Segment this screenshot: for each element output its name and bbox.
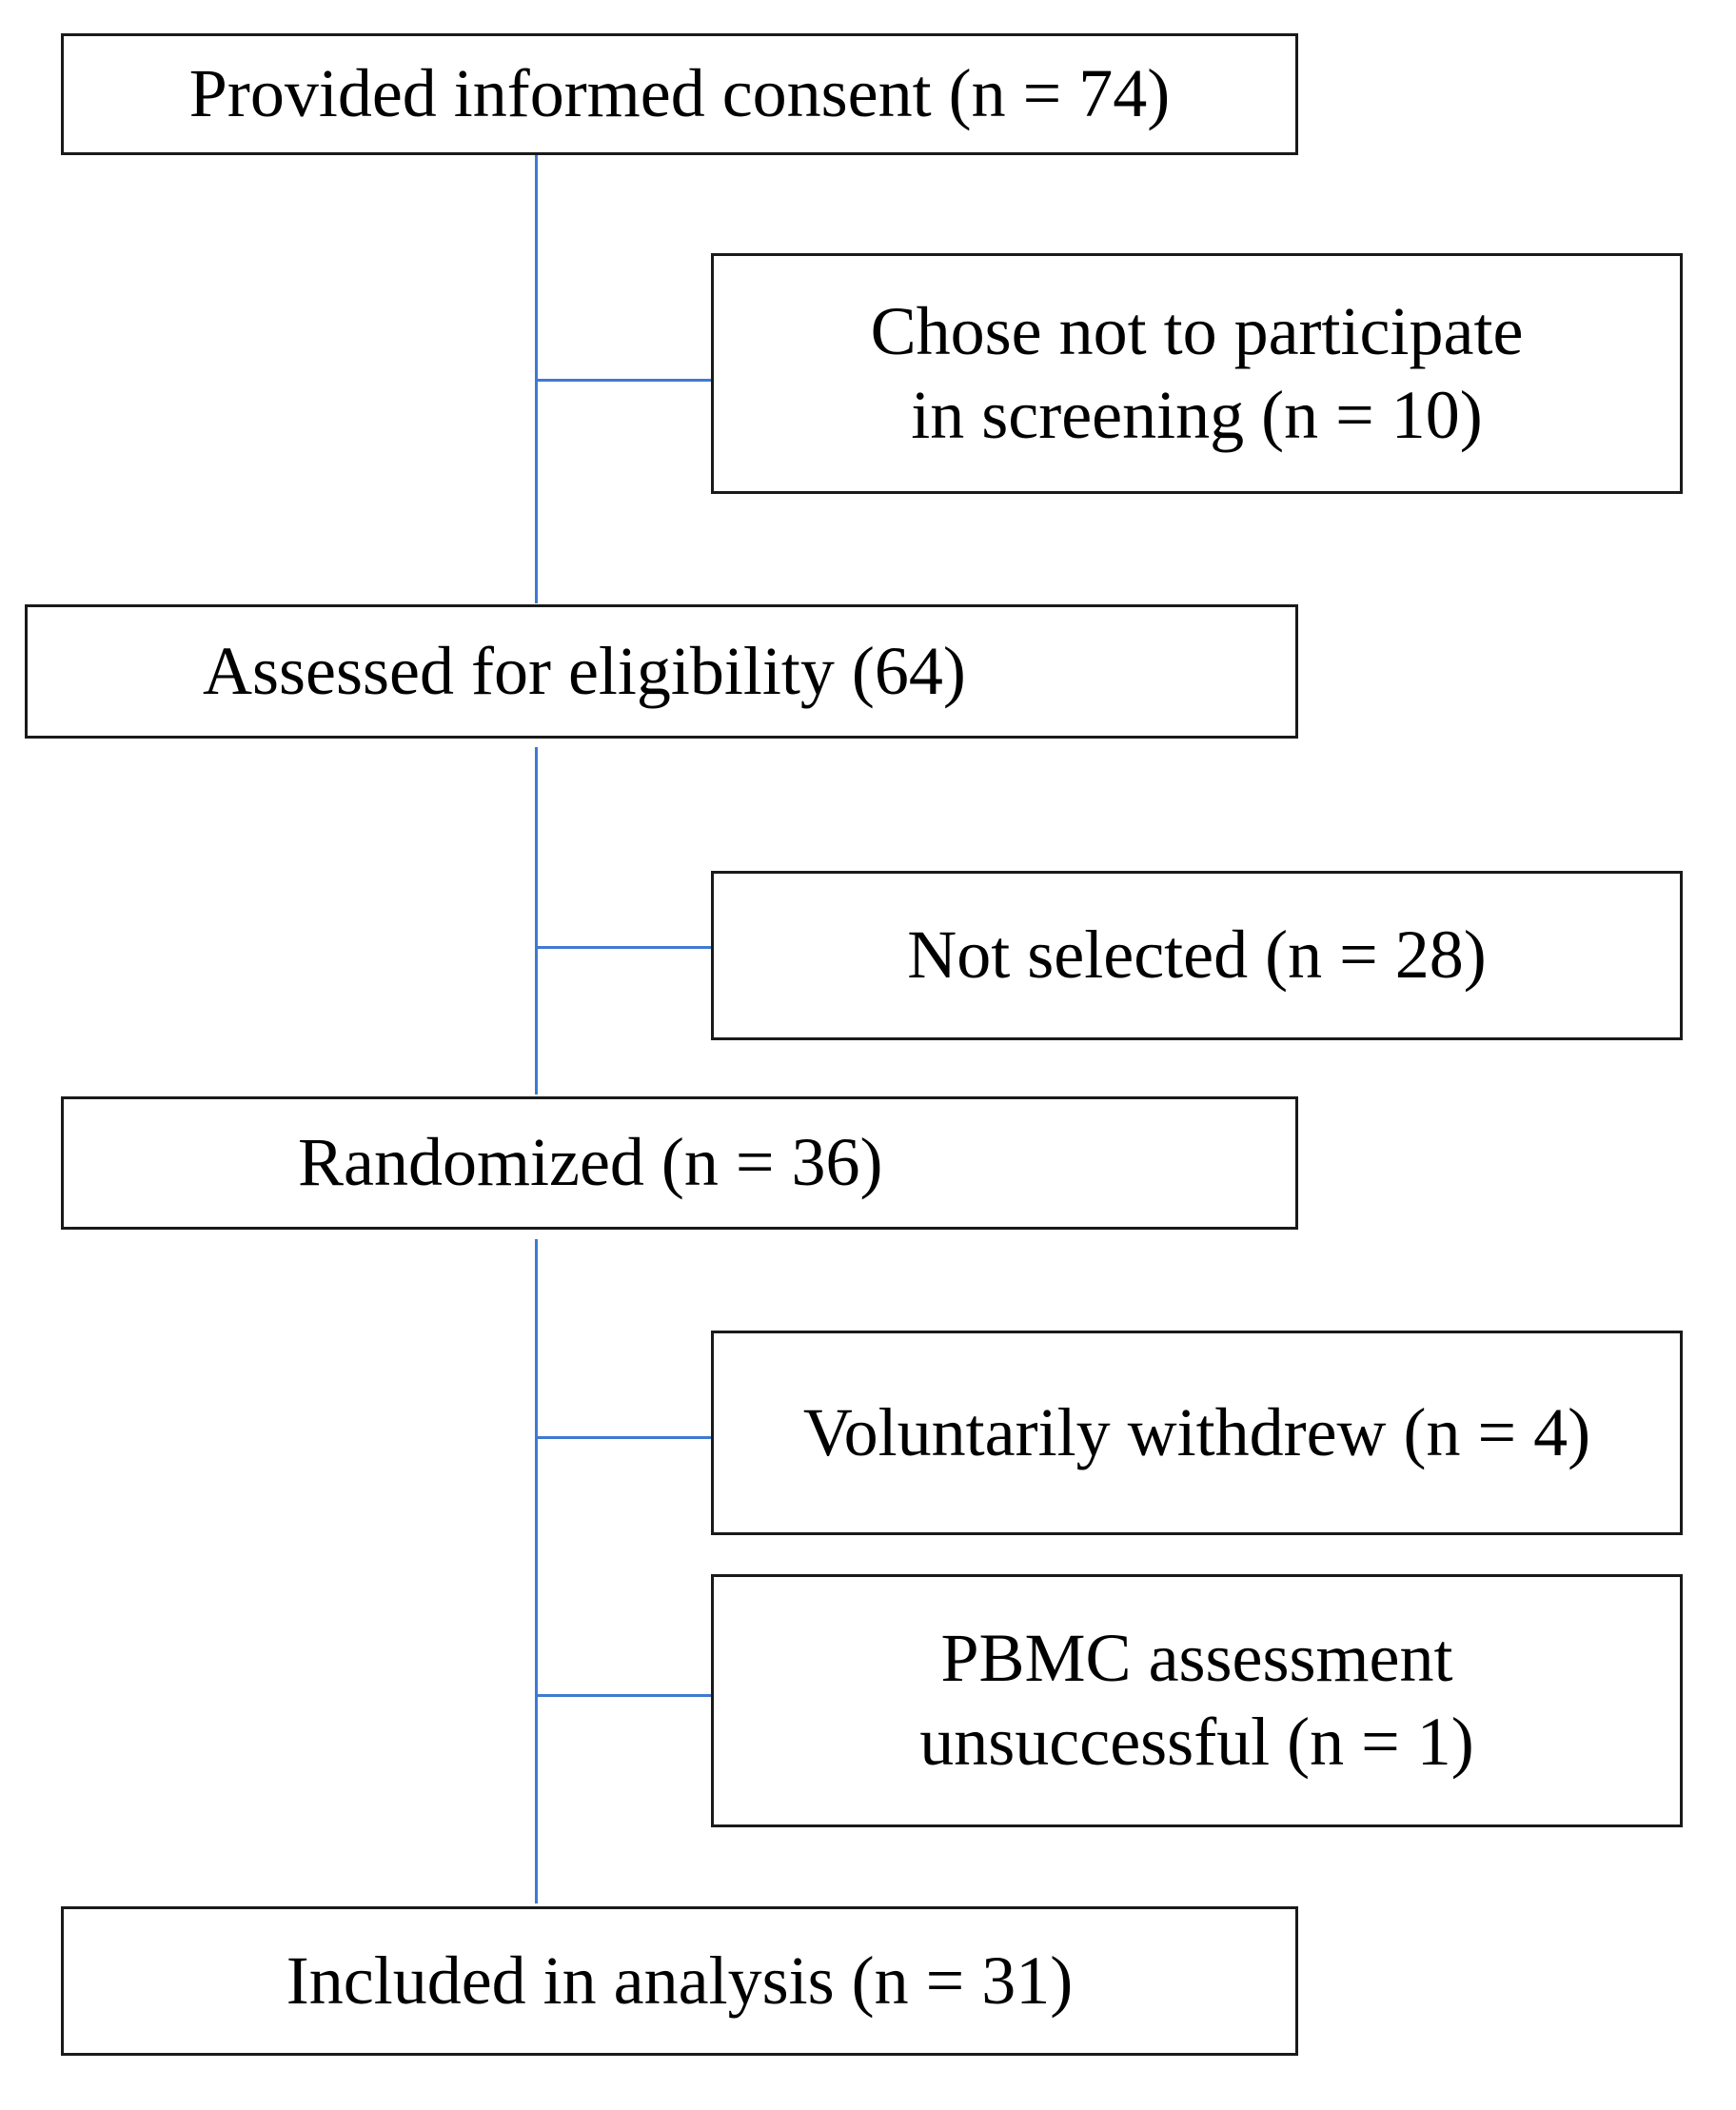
- exclusion-box-not-participate: Chose not to participate in screening (n…: [711, 253, 1683, 494]
- exclusion-label-line: Chose not to participate: [870, 292, 1524, 369]
- exclusion-text-pbmc: PBMC assessment unsuccessful (n = 1): [919, 1617, 1473, 1785]
- connector-branch-not-selected: [538, 946, 712, 949]
- step-box-consent: Provided informed consent (n = 74): [61, 33, 1298, 155]
- exclusion-label-line: unsuccessful (n = 1): [919, 1704, 1474, 1780]
- exclusion-label-line: in screening (n = 10): [911, 376, 1483, 453]
- exclusion-box-pbmc: PBMC assessment unsuccessful (n = 1): [711, 1574, 1683, 1827]
- step-label: Provided informed consent (n = 74): [188, 55, 1171, 132]
- exclusion-text-withdrew: Voluntarily withdrew (n = 4): [803, 1391, 1590, 1475]
- step-label: Assessed for eligibility (64): [203, 632, 966, 709]
- step-text-consent: Provided informed consent (n = 74): [189, 52, 1170, 136]
- step-text-analysis: Included in analysis (n = 31): [286, 1940, 1073, 2023]
- step-text-randomized: Randomized (n = 36): [64, 1121, 882, 1205]
- connector-branch-withdrew: [538, 1436, 712, 1439]
- connector-branch-pbmc: [538, 1694, 712, 1697]
- step-box-randomized: Randomized (n = 36): [61, 1096, 1298, 1230]
- exclusion-text-not-selected: Not selected (n = 28): [907, 914, 1486, 997]
- exclusion-label-line: PBMC assessment: [940, 1620, 1453, 1697]
- exclusion-box-not-selected: Not selected (n = 28): [711, 871, 1683, 1040]
- connector-vertical-3: [535, 1239, 538, 1903]
- step-label: Included in analysis (n = 31): [286, 1942, 1074, 2019]
- exclusion-text-not-participate: Chose not to participate in screening (n…: [871, 290, 1524, 458]
- step-box-eligibility: Assessed for eligibility (64): [25, 604, 1298, 739]
- step-box-analysis: Included in analysis (n = 31): [61, 1906, 1298, 2056]
- exclusion-label-line: Voluntarily withdrew (n = 4): [802, 1393, 1591, 1470]
- connector-branch-not-participate: [538, 379, 712, 382]
- exclusion-box-withdrew: Voluntarily withdrew (n = 4): [711, 1331, 1683, 1535]
- exclusion-label-line: Not selected (n = 28): [907, 917, 1487, 994]
- step-label: Randomized (n = 36): [298, 1124, 883, 1201]
- step-text-eligibility: Assessed for eligibility (64): [28, 630, 966, 714]
- connector-vertical-1: [535, 154, 538, 603]
- connector-vertical-2: [535, 747, 538, 1094]
